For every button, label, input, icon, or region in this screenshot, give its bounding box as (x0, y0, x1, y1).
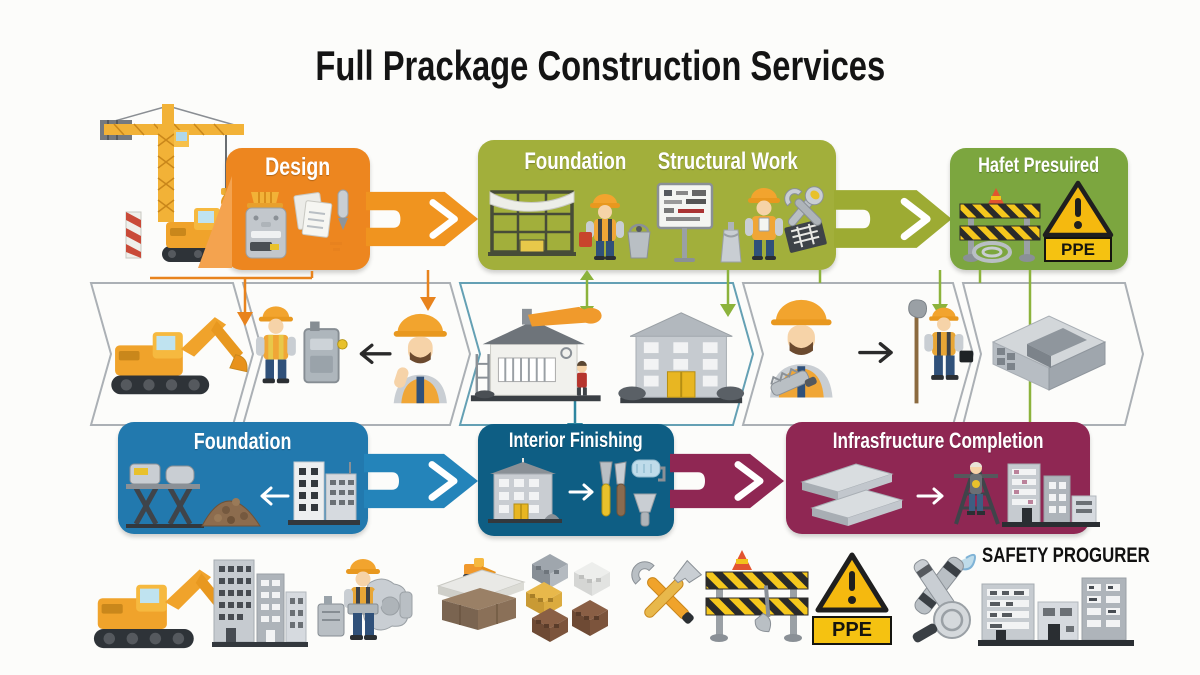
connector-arrow-magenta (670, 453, 784, 509)
arrow-left-icon (359, 343, 392, 365)
workers-tools-group (770, 299, 974, 404)
buildings-icon (288, 461, 360, 525)
infrastructure-icons (800, 462, 1100, 527)
foundation-icons (126, 461, 360, 528)
gravel-pile-icon (201, 498, 261, 527)
block-brown-2 (572, 600, 608, 636)
survey-tools-icon (912, 553, 976, 643)
buildings-construction-group (470, 306, 745, 404)
canister-icon (720, 222, 742, 263)
worker-with-rod-icon (908, 299, 974, 404)
sign-board-icon (656, 182, 714, 262)
putty-knife-icon (633, 493, 657, 527)
paint-roller-icon (631, 459, 666, 482)
shovel-icon (754, 585, 772, 633)
connector-arrow-orange (366, 191, 479, 247)
safety-barrier-icon (959, 188, 1041, 263)
buildings-icon (1002, 463, 1100, 527)
wrench-icon (784, 186, 824, 227)
drill-icon (770, 367, 817, 396)
excavator-icon (111, 317, 248, 395)
page-title: Full Prackage Construction Services (0, 42, 1200, 90)
ladder-worker-icon (954, 462, 1000, 525)
isometric-structure-icon (991, 315, 1107, 391)
machine-icon (303, 321, 348, 384)
small-machine-icon (317, 596, 345, 637)
tower-crane-icon (100, 104, 244, 262)
connector-arrow-blue (364, 453, 478, 509)
safety-label: Hafet Presuired (978, 154, 1100, 177)
interior-finishing-step-box: Interior Finishing (478, 424, 674, 536)
worker-icon (745, 188, 783, 260)
scaffold-icon (488, 190, 576, 256)
pen-icon (337, 189, 349, 230)
arrow-right-icon (858, 342, 893, 364)
safety-program-buildings-icon (978, 577, 1134, 646)
interior-finishing-icons (488, 458, 666, 527)
connector-arrow-olive (834, 190, 952, 248)
infrastructure-completion-label: Infrasfructure Completion (832, 428, 1044, 453)
design-label: Design (265, 153, 331, 181)
design-step-box: Design (198, 148, 370, 270)
worker-icon (579, 194, 624, 260)
safety-barrier-icon (705, 550, 809, 642)
pile-driver-icon (126, 463, 204, 528)
construction-blocks-icon (526, 554, 610, 642)
block-yellow (526, 582, 562, 616)
gray-building-icon (618, 312, 745, 404)
foundation-label: Foundation (194, 428, 292, 454)
bucket-icon (627, 223, 651, 259)
worker-bust-icon (393, 313, 447, 404)
crossed-wrenches-icon (631, 559, 703, 624)
block-white (574, 562, 610, 596)
brick-pallet-icon (436, 558, 526, 630)
worker-icon (344, 559, 382, 640)
ppe-badge: PPE (1044, 236, 1112, 262)
warning-triangle-icon (1042, 180, 1114, 238)
design-tools-icon (245, 189, 349, 259)
interior-finishing-label: Interior Finishing (509, 429, 643, 452)
ppe-warning-sign-icon (815, 552, 889, 613)
block-gray (532, 554, 568, 588)
foundation-top-label: Foundation (524, 148, 627, 175)
person-icon (577, 360, 587, 396)
blueprint-icon (784, 219, 827, 253)
worker-with-machine-icon (317, 559, 413, 640)
foundation-step-box: Foundation (118, 422, 368, 534)
safety-step-box: Hafet Presuired PPE (950, 148, 1128, 270)
city-buildings-icon (212, 559, 308, 647)
arrow-left-icon (260, 486, 290, 506)
workers-machine-group (255, 306, 447, 404)
safety-program-title: SAFETY PROGURER (982, 544, 1150, 567)
page-title-text: Full Prackage Construction Services (315, 42, 885, 89)
house-construction-icon (470, 306, 602, 402)
infrastructure-completion-step-box: Infrasfructure Completion (786, 422, 1100, 534)
foundation-structural-step-box: Foundation Structural Work (478, 140, 836, 270)
worker-bust-icon (770, 299, 833, 398)
arrow-right-icon (916, 487, 944, 505)
arrow-right-icon (568, 483, 594, 501)
trowel-icon (599, 461, 627, 517)
striped-pole-icon (125, 211, 142, 259)
concrete-slab-icon (800, 463, 904, 526)
building-icon (488, 458, 562, 523)
structural-work-label: Structural Work (658, 148, 799, 175)
foundation-structural-icons (488, 182, 827, 263)
ppe-footer-badge: PPE (812, 616, 892, 645)
worker-icon (255, 306, 296, 384)
block-brown (532, 608, 568, 642)
